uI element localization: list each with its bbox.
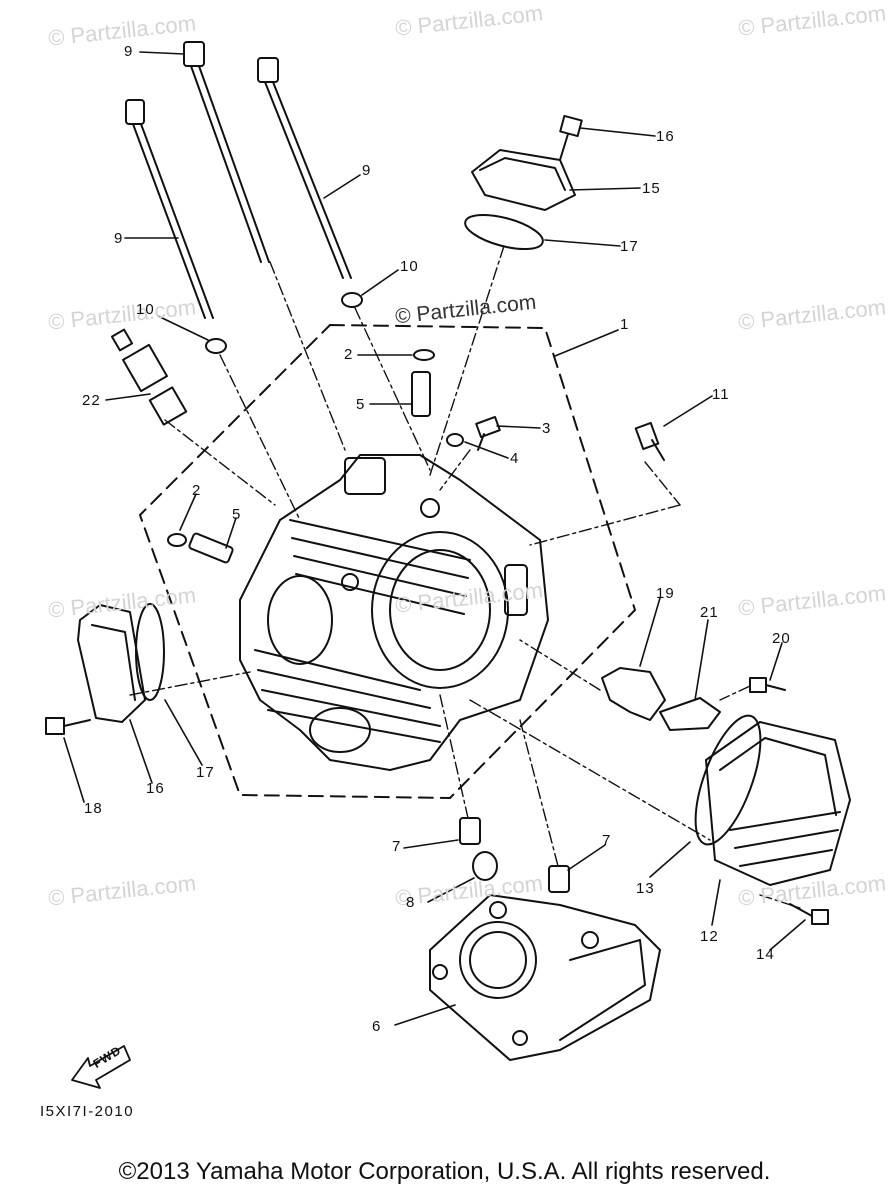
head-bolt-center — [183, 41, 270, 263]
cam-cover-bolt — [789, 903, 829, 925]
o-ring-upper — [413, 349, 435, 361]
callout-6: 6 — [372, 1018, 382, 1035]
callout-7: 7 — [392, 838, 402, 855]
fwd-arrow-icon — [71, 1045, 131, 1089]
diagram-code: I5XI7I-2010 — [40, 1103, 135, 1120]
callout-15: 15 — [642, 180, 661, 197]
o-ring-cam-cover — [694, 714, 762, 846]
dowel-pin-rear — [548, 865, 570, 893]
breather-bracket — [601, 667, 666, 721]
o-ring-tappet-top — [464, 213, 544, 251]
tappet-cover-bolt-top — [559, 114, 583, 161]
callout-10: 10 — [136, 301, 155, 318]
assembly-outline — [139, 324, 636, 799]
washer-right — [341, 292, 363, 308]
spark-plug — [110, 328, 188, 426]
dowel-pin-upper — [411, 371, 431, 417]
callout-17: 17 — [196, 764, 215, 781]
o-ring-lower — [167, 533, 187, 547]
copyright-notice: ©2013 Yamaha Motor Corporation, U.S.A. A… — [118, 1158, 771, 1185]
bolt-small — [475, 416, 501, 451]
callout-21: 21 — [700, 604, 719, 621]
callout-16: 16 — [656, 128, 675, 145]
head-bolt-left — [125, 99, 214, 319]
washer-left — [205, 338, 227, 354]
callout-18: 18 — [84, 800, 103, 817]
callout-22: 22 — [82, 392, 101, 409]
callout-19: 19 — [656, 585, 675, 602]
callout-9: 9 — [362, 162, 372, 179]
bolt-side — [634, 421, 665, 461]
dowel-pin-lower — [188, 532, 234, 564]
callout-3: 3 — [542, 420, 552, 437]
callout-17: 17 — [620, 238, 639, 255]
head-bolt-right — [257, 57, 352, 279]
breather-plate — [659, 697, 721, 731]
callout-14: 14 — [756, 946, 775, 963]
o-ring-dowel — [472, 851, 498, 881]
callout-9: 9 — [114, 230, 124, 247]
tappet-cover-side — [77, 604, 146, 723]
callout-16: 16 — [146, 780, 165, 797]
head-gasket — [429, 894, 661, 1061]
callout-7: 7 — [602, 832, 612, 849]
callout-11: 11 — [712, 386, 730, 403]
cam-cover — [705, 721, 851, 886]
callout-2: 2 — [344, 346, 354, 363]
callout-4: 4 — [510, 450, 520, 467]
dowel-pin-front — [459, 817, 481, 845]
callout-20: 20 — [772, 630, 791, 647]
callout-10: 10 — [400, 258, 419, 275]
callout-13: 13 — [636, 880, 655, 897]
tappet-cover-top — [471, 149, 576, 211]
tappet-cover-bolt-side — [45, 717, 91, 735]
washer-small — [446, 433, 464, 447]
callout-9: 9 — [124, 43, 134, 60]
o-ring-tappet-side — [135, 603, 165, 701]
callout-12: 12 — [700, 928, 719, 945]
callout-8: 8 — [406, 894, 416, 911]
callout-5: 5 — [232, 506, 242, 523]
callout-1: 1 — [620, 316, 630, 333]
callout-2: 2 — [192, 482, 202, 499]
cylinder-head — [239, 454, 549, 771]
breather-bolt — [749, 677, 786, 693]
callout-5: 5 — [356, 396, 366, 413]
